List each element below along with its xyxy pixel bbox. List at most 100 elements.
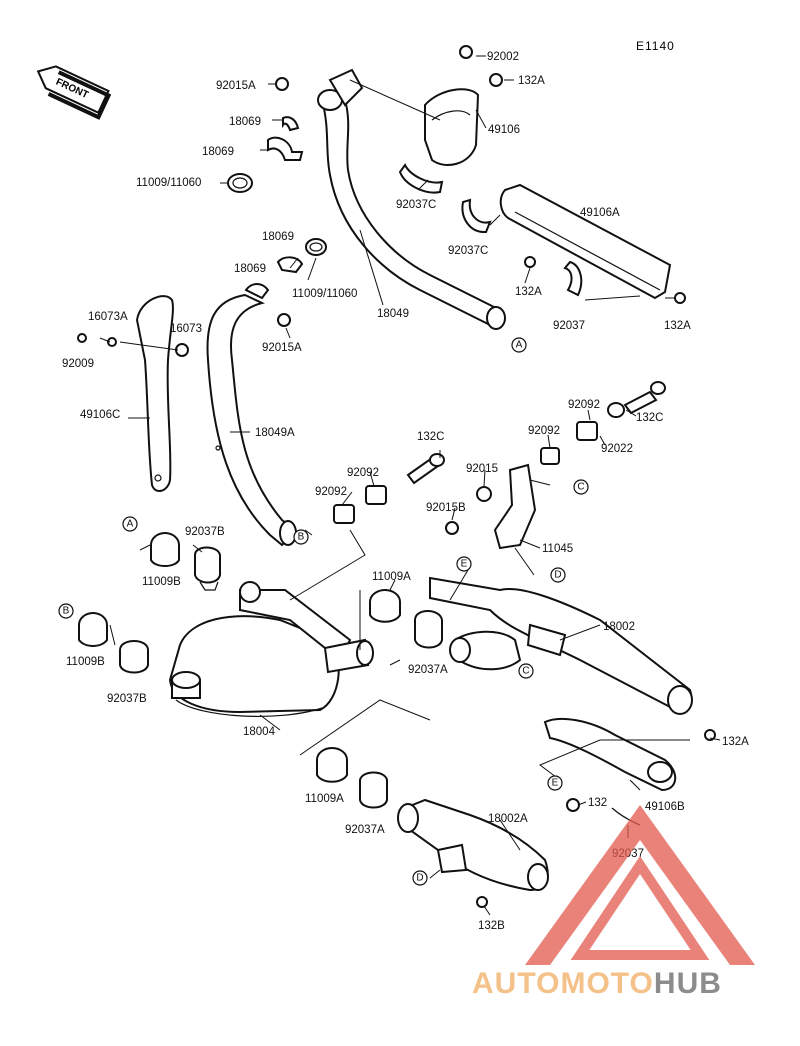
part-label: 132C bbox=[636, 412, 664, 424]
svg-text:A: A bbox=[516, 340, 523, 351]
svg-text:B: B bbox=[298, 532, 305, 543]
heat-shield-49106B bbox=[543, 717, 677, 792]
clamp-92037B-upper bbox=[194, 546, 221, 591]
callout-a-lower: A bbox=[122, 516, 138, 532]
part-label: 11009/11060 bbox=[136, 177, 201, 189]
callout-b-upper: B bbox=[293, 529, 309, 545]
diagram-code: E1140 bbox=[636, 39, 675, 53]
svg-text:C: C bbox=[577, 482, 584, 493]
part-label: 132A bbox=[664, 320, 691, 332]
callout-c-upper: C bbox=[573, 479, 589, 495]
part-label: 92037B bbox=[185, 526, 225, 538]
part-label: 18069 bbox=[202, 146, 234, 158]
callout-e-lower: E bbox=[547, 775, 563, 791]
svg-text:E: E bbox=[461, 559, 468, 570]
header-pipe-18049A bbox=[206, 293, 297, 547]
part-label: 132C bbox=[417, 431, 445, 443]
part-label: 49106C bbox=[80, 409, 120, 421]
part-label: 11009/11060 bbox=[292, 288, 357, 300]
svg-text:D: D bbox=[554, 570, 561, 581]
part-label: 92092 bbox=[528, 425, 560, 437]
svg-text:E: E bbox=[552, 778, 559, 789]
gasket-11009A-lower bbox=[316, 747, 348, 783]
part-label: 92037 bbox=[553, 320, 585, 332]
part-label: 132A bbox=[518, 75, 545, 87]
part-label: 92037C bbox=[448, 245, 488, 257]
clamp-92037C-mid bbox=[461, 198, 492, 234]
heat-shield-49106 bbox=[424, 88, 480, 166]
part-label: 92037A bbox=[408, 664, 448, 676]
watermark-text-automoto: AUTOMOTO bbox=[472, 967, 654, 1000]
part-label: 18049A bbox=[255, 427, 295, 439]
part-label: 92022 bbox=[601, 443, 633, 455]
part-label: 92015B bbox=[426, 502, 466, 514]
part-label: 18004 bbox=[243, 726, 276, 738]
part-label: 18069 bbox=[262, 231, 294, 243]
muffler-18004 bbox=[168, 581, 374, 717]
callout-a-upper: A bbox=[511, 337, 527, 353]
flange-parts-mid-left bbox=[244, 238, 327, 327]
part-label: 92002 bbox=[487, 51, 519, 63]
bracket-49106C bbox=[77, 295, 218, 492]
gasket-11009A-upper bbox=[369, 589, 443, 649]
clamp-92037B-lower bbox=[119, 640, 149, 674]
part-label: 11009B bbox=[66, 656, 105, 668]
callout-d-lower: D bbox=[412, 870, 428, 886]
watermark-logo: AUTOMOTOHUB bbox=[472, 805, 755, 1000]
svg-text:C: C bbox=[522, 666, 529, 677]
part-label: 92092 bbox=[568, 399, 600, 411]
gasket-11009B-upper bbox=[150, 532, 180, 567]
part-label: 132 bbox=[588, 797, 607, 809]
bracket-11045 bbox=[445, 463, 537, 550]
svg-text:B: B bbox=[63, 606, 70, 617]
header-pipe-18049 bbox=[317, 68, 506, 330]
clamp-92037A-lower bbox=[359, 771, 388, 809]
part-label: 11009A bbox=[305, 793, 344, 805]
part-label: 16073A bbox=[88, 311, 128, 323]
part-label: 132A bbox=[515, 286, 542, 298]
callout-e-upper: E bbox=[456, 556, 472, 572]
bolt-132C-right bbox=[540, 381, 666, 465]
muffler-18002A bbox=[397, 798, 549, 908]
watermark-inner-triangle-icon bbox=[570, 855, 710, 960]
callout-d-upper: D bbox=[550, 567, 566, 583]
part-label: 92037C bbox=[396, 199, 436, 211]
svg-text:A: A bbox=[127, 519, 134, 530]
small-bolts bbox=[459, 45, 716, 826]
clamp-92037 bbox=[563, 260, 583, 297]
part-label: 92037B bbox=[107, 693, 147, 705]
part-label: 132A bbox=[722, 736, 749, 748]
part-label: 18049 bbox=[377, 308, 409, 320]
muffler-18002 bbox=[429, 576, 693, 715]
callout-b-lower: B bbox=[58, 603, 74, 619]
part-label: 49106 bbox=[488, 124, 520, 136]
gasket-11009B-lower bbox=[78, 612, 108, 647]
part-label: 18069 bbox=[229, 116, 261, 128]
watermark-triangle-icon bbox=[525, 805, 755, 965]
callout-c-lower: C bbox=[518, 663, 534, 679]
part-label: 92037A bbox=[345, 824, 385, 836]
part-label: 92015A bbox=[216, 80, 256, 92]
part-label: 16073 bbox=[170, 323, 202, 335]
part-label: 92092 bbox=[347, 467, 379, 479]
part-label: 18002 bbox=[603, 621, 635, 633]
clamp-92037C-upper bbox=[398, 163, 444, 194]
part-label: 18002A bbox=[488, 813, 528, 825]
watermark-text-hub: HUB bbox=[654, 967, 722, 1000]
part-labels: 92002 132A 49106 92037C 18049 92015A 180… bbox=[62, 51, 749, 932]
callouts: A A B B C C D D E E bbox=[58, 337, 589, 886]
part-label: 49106A bbox=[580, 207, 620, 219]
part-label: 92015A bbox=[262, 342, 302, 354]
leader-lines bbox=[99, 55, 721, 916]
part-label: 18069 bbox=[234, 263, 266, 275]
flange-parts-upper-left bbox=[227, 77, 304, 193]
part-label: 92092 bbox=[315, 486, 347, 498]
part-label: 11009B bbox=[142, 576, 181, 588]
heat-shield-49106A bbox=[499, 183, 672, 300]
bolt-132C-mid bbox=[333, 453, 445, 524]
part-label: 49106B bbox=[645, 801, 685, 813]
part-label: 92009 bbox=[62, 358, 94, 370]
part-label: 92015 bbox=[466, 463, 498, 475]
svg-text:AUTOMOTOHUB: AUTOMOTOHUB bbox=[472, 967, 722, 1000]
